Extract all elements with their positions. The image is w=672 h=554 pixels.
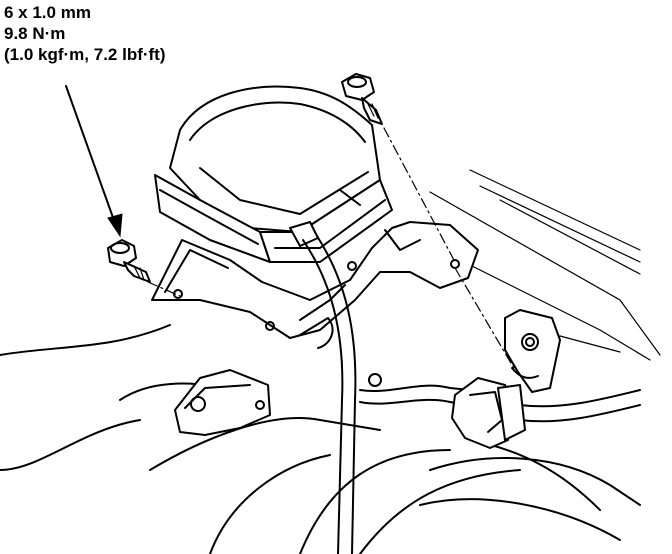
module-cable xyxy=(289,221,357,554)
background-panel-lines xyxy=(429,169,661,361)
mounting-bracket xyxy=(151,221,479,349)
callout-arrow xyxy=(65,85,123,238)
harness-connector xyxy=(451,377,526,449)
ground-bracket xyxy=(504,309,561,393)
torque-alt-label: (1.0 kgf·m, 7.2 lbf·ft) xyxy=(4,45,166,64)
bolt-left-icon xyxy=(107,239,151,283)
torque-nm-label: 9.8 N·m xyxy=(4,24,66,43)
wire-harness xyxy=(359,373,641,423)
leader-lines xyxy=(147,127,516,371)
lower-bracket xyxy=(174,369,271,436)
torque-callout: 6 x 1.0 mm 9.8 N·m (1.0 kgf·m, 7.2 lbf·f… xyxy=(4,2,166,65)
bolt-top-icon xyxy=(341,73,383,125)
control-module xyxy=(154,85,393,263)
bolt-size-label: 6 x 1.0 mm xyxy=(4,3,91,22)
